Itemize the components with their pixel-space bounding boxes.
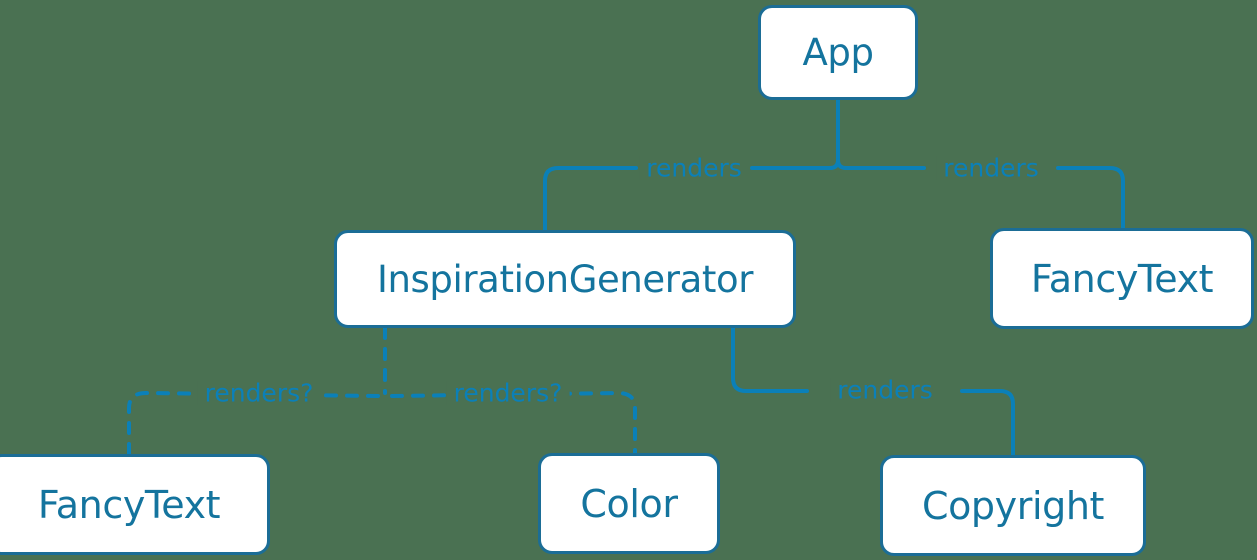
edge-label-ig-to-fancytext-bottom: renders? (197, 380, 321, 406)
edge-ig-to-fancytext-bottom (127, 390, 380, 457)
node-fancytext-bottom-label: FancyText (37, 482, 221, 527)
edge-ig-to-copyright (731, 326, 809, 393)
edge-ig-to-copyright-tail (960, 389, 1015, 457)
node-app[interactable]: App (758, 5, 918, 100)
node-copyright-label: Copyright (921, 483, 1105, 528)
edge-label-app-to-inspirationgenerator: renders (639, 155, 749, 181)
node-inspirationgenerator[interactable]: InspirationGenerator (334, 230, 796, 328)
node-inspirationgenerator-label: InspirationGenerator (376, 257, 754, 301)
edge-ig-to-color (390, 390, 637, 455)
node-color-label: Color (580, 481, 678, 526)
edge-app-to-fancytext-right (1056, 166, 1125, 230)
node-color[interactable]: Color (538, 453, 720, 554)
edge-label-ig-to-color: renders? (446, 380, 570, 406)
node-app-label: App (802, 31, 874, 74)
edge-app-to-inspirationgenerator (543, 166, 638, 232)
node-fancytext-right[interactable]: FancyText (990, 228, 1254, 329)
node-fancytext-right-label: FancyText (1030, 256, 1214, 301)
edge-app-trunk-right (836, 158, 926, 170)
node-copyright[interactable]: Copyright (880, 455, 1146, 556)
node-fancytext-bottom[interactable]: FancyText (0, 454, 270, 555)
edge-label-ig-to-copyright: renders (830, 377, 940, 403)
edge-label-app-to-fancytext-right: renders (936, 155, 1046, 181)
edge-app-trunk (750, 98, 840, 170)
